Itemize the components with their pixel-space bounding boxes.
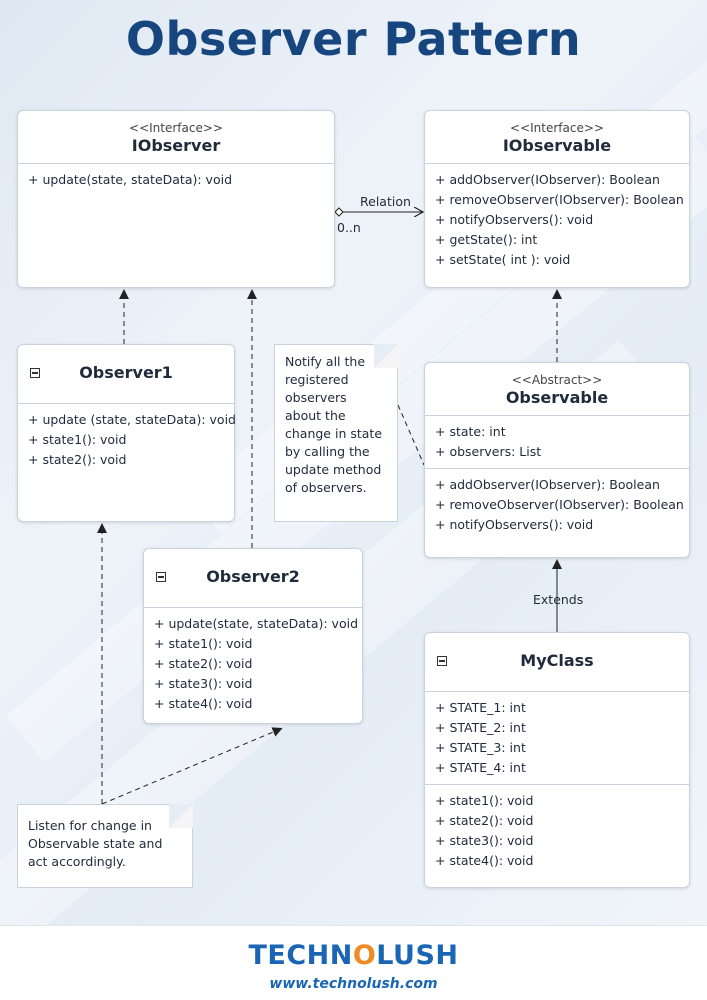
method-row: + state3(): void	[154, 676, 253, 691]
method-row: + removeObserver(IObserver): Boolean	[435, 497, 684, 512]
attribute-row: + observers: List	[435, 444, 542, 459]
class-header: <<Interface>> IObserver	[18, 111, 334, 164]
methods-section: + addObserver(IObserver): Boolean + remo…	[425, 468, 689, 541]
aggregation-diamond	[334, 207, 344, 217]
method-row: + removeObserver(IObserver): Boolean	[435, 192, 684, 207]
note-line: about the	[285, 408, 346, 423]
class-name: Observer2	[206, 567, 300, 586]
attribute-row: + STATE_4: int	[435, 760, 526, 775]
logo-text: LUSH	[376, 940, 459, 971]
methods-section: + update (state, stateData): void + stat…	[18, 404, 236, 476]
note-fold-icon	[374, 344, 398, 368]
class-header: MyClass	[425, 633, 689, 692]
myclass-class[interactable]: MyClass + STATE_1: int + STATE_2: int + …	[424, 632, 690, 888]
attributes-section: + state: int + observers: List	[425, 416, 689, 468]
method-row: + update(state, stateData): void	[28, 172, 233, 187]
note-line: Listen for change in	[28, 818, 152, 833]
method-row: + notifyObservers(): void	[435, 212, 594, 227]
note-line: act accordingly.	[28, 854, 126, 869]
method-row: + state2(): void	[435, 813, 534, 828]
note-line: registered	[285, 372, 349, 387]
method-row: + state4(): void	[435, 853, 534, 868]
class-header: <<Abstract>> Observable	[425, 363, 689, 416]
multiplicity-label: 0..n	[337, 220, 361, 235]
class-name: Observable	[505, 388, 609, 407]
class-name: MyClass	[520, 651, 594, 670]
method-row: + update (state, stateData): void	[28, 412, 236, 427]
technolush-logo[interactable]: TECHNOLUSH	[0, 940, 707, 971]
notify-note: Notify all the registered observers abou…	[274, 344, 398, 522]
attribute-row: + STATE_2: int	[435, 720, 526, 735]
method-row: + state3(): void	[435, 833, 534, 848]
footer	[0, 925, 707, 1000]
note-line: of observers.	[285, 480, 367, 495]
stereotype-label: <<Abstract>>	[511, 373, 603, 387]
collapse-icon[interactable]	[30, 368, 40, 378]
class-name: IObservable	[502, 136, 612, 155]
page-title: Observer Pattern	[125, 12, 582, 66]
attribute-row: + STATE_1: int	[435, 700, 526, 715]
stereotype-label: <<Interface>>	[510, 121, 604, 135]
class-header: <<Interface>> IObservable	[425, 111, 689, 164]
method-row: + notifyObservers(): void	[435, 517, 594, 532]
method-row: + state2(): void	[28, 452, 127, 467]
observer2-class[interactable]: Observer2 + update(state, stateData): vo…	[143, 548, 363, 724]
listen-note: Listen for change in Observable state an…	[17, 804, 193, 888]
note-fold-icon	[169, 804, 193, 828]
collapse-icon[interactable]	[156, 572, 166, 582]
methods-section: + update(state, stateData): void + state…	[144, 608, 362, 720]
relation-label: Relation	[360, 194, 411, 209]
class-name: Observer1	[79, 363, 173, 382]
method-row: + addObserver(IObserver): Boolean	[435, 172, 660, 187]
stereotype-label: <<Interface>>	[129, 121, 223, 135]
method-row: + state1(): void	[435, 793, 534, 808]
iobservable-class[interactable]: <<Interface>> IObservable + addObserver(…	[424, 110, 690, 288]
iobserver-class[interactable]: <<Interface>> IObserver + update(state, …	[17, 110, 335, 288]
class-header: Observer2	[144, 549, 362, 608]
methods-section: + update(state, stateData): void	[18, 164, 334, 196]
methods-section: + state1(): void + state2(): void + stat…	[425, 784, 689, 877]
method-row: + update(state, stateData): void	[154, 616, 359, 631]
attributes-section: + STATE_1: int + STATE_2: int + STATE_3:…	[425, 692, 689, 784]
note-line: by calling the	[285, 444, 370, 459]
method-row: + state1(): void	[154, 636, 253, 651]
collapse-icon[interactable]	[437, 656, 447, 666]
logo-accent: O	[352, 940, 377, 971]
method-row: + state1(): void	[28, 432, 127, 447]
extends-label: Extends	[533, 592, 584, 607]
method-row: + addObserver(IObserver): Boolean	[435, 477, 660, 492]
observer1-class[interactable]: Observer1 + update (state, stateData): v…	[17, 344, 236, 522]
method-row: + setState( int ): void	[435, 252, 571, 267]
class-header: Observer1	[18, 345, 234, 404]
method-row: + state4(): void	[154, 696, 253, 711]
note-link-notify	[397, 404, 425, 466]
attribute-row: + STATE_3: int	[435, 740, 526, 755]
note-line: change in state	[285, 426, 383, 441]
attribute-row: + state: int	[435, 424, 506, 439]
logo-text: TECHN	[248, 940, 353, 971]
note-line: Notify all the	[285, 354, 366, 369]
methods-section: + addObserver(IObserver): Boolean + remo…	[425, 164, 689, 276]
class-name: IObserver	[131, 136, 221, 155]
observable-class[interactable]: <<Abstract>> Observable + state: int + o…	[424, 362, 690, 558]
website-link[interactable]: www.technolush.com	[269, 976, 438, 992]
note-link-observer2	[101, 727, 283, 805]
note-line: update method	[285, 462, 382, 477]
note-line: observers	[285, 390, 347, 405]
method-row: + state2(): void	[154, 656, 253, 671]
method-row: + getState(): int	[435, 232, 538, 247]
note-line: Observable state and	[28, 836, 163, 851]
